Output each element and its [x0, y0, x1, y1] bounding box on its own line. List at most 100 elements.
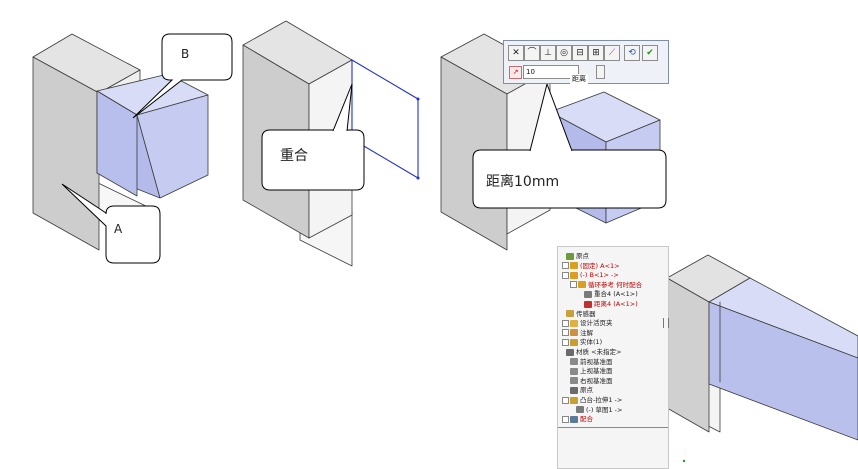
- feature-tree-item[interactable]: 注解: [562, 328, 593, 339]
- feature-tree-label: 原点: [580, 386, 593, 395]
- expand-toggle-icon[interactable]: [562, 329, 569, 337]
- feature-icon: [584, 290, 592, 298]
- tree-divider: [558, 427, 668, 428]
- callout-distance-bubble: [472, 149, 667, 209]
- feature-tree-item[interactable]: 原点: [570, 385, 593, 396]
- mate-button-2[interactable]: ⌒: [524, 45, 540, 61]
- scene-2: 重合: [242, 20, 420, 267]
- expand-toggle-icon[interactable]: [562, 415, 569, 423]
- feature-tree-item[interactable]: 设计活页夹: [562, 318, 613, 329]
- block-b-side: [136, 94, 209, 199]
- distance-label: 距离: [570, 74, 588, 84]
- feature-tree-item[interactable]: 材质 <未指定>: [566, 347, 621, 358]
- feature-tree-label: 设计活页夹: [580, 319, 613, 328]
- callout-a-bubble: [61, 183, 161, 264]
- callout-distance-pointer: [529, 82, 573, 152]
- feature-icon: [570, 329, 578, 337]
- feature-icon: [570, 396, 578, 404]
- feature-tree-label: 凸台-拉伸1 ->: [580, 396, 623, 404]
- scene4-tall-left: [666, 277, 710, 433]
- mate-toolbar: ✕ ⌒ ⊥ ◎ ⊟ ⊞ ⟋ ⟲ ✔ ↗ 10 距离: [503, 40, 669, 84]
- block-b-left-face: [96, 90, 138, 197]
- feature-tree-item[interactable]: 传感器: [566, 309, 596, 320]
- feature-tree-item[interactable]: 凸台-拉伸1 ->: [562, 395, 622, 406]
- feature-icon: [570, 377, 578, 385]
- mate-button-1[interactable]: ✕: [508, 45, 524, 61]
- expand-toggle-icon[interactable]: [570, 281, 577, 289]
- feature-icon: [570, 319, 578, 327]
- feature-icon: [566, 310, 574, 318]
- mate-button-6[interactable]: ⊞: [588, 45, 604, 61]
- feature-tree-label: (-) B<1> ->: [580, 271, 619, 280]
- callout-coincident-text: 重合: [280, 148, 308, 164]
- mate-button-5[interactable]: ⊟: [572, 45, 588, 61]
- feature-icon: [566, 348, 574, 356]
- feature-icon: [570, 262, 578, 270]
- scene4-blue-front: [708, 301, 858, 441]
- feature-tree-item[interactable]: 实体(1): [562, 337, 602, 348]
- feature-tree-label: 前视基准面: [580, 357, 613, 366]
- callout-coincident-bubble: [261, 129, 365, 191]
- scene-4: [666, 254, 858, 463]
- feature-icon: [570, 271, 578, 279]
- feature-icon: [570, 367, 578, 375]
- scene-1: B A: [32, 33, 233, 264]
- feature-tree-label: 注解: [580, 328, 593, 337]
- expand-toggle-icon[interactable]: [562, 396, 569, 404]
- callout-a-text: A: [114, 222, 123, 236]
- feature-tree-label: 传感器: [576, 309, 596, 318]
- sketch-point: [416, 97, 420, 101]
- feature-tree-label: (固定) A<1>: [580, 261, 620, 270]
- feature-icon: [576, 406, 584, 414]
- feature-tree-label: 右视基准面: [580, 376, 613, 385]
- expand-toggle-icon[interactable]: [562, 271, 569, 279]
- expand-toggle-icon[interactable]: [562, 319, 569, 327]
- feature-tree-item[interactable]: (固定) A<1>: [562, 261, 620, 272]
- feature-tree-label: 上视基准面: [580, 367, 613, 376]
- mate-button-4[interactable]: ◎: [556, 45, 572, 61]
- feature-tree-label: 实体(1): [580, 338, 603, 347]
- feature-tree-label: 循环参考 何时配合: [588, 280, 643, 289]
- feature-tree: 原点(固定) A<1>(-) B<1> ->循环参考 何时配合重合4 (A<1>…: [557, 246, 669, 469]
- feature-tree-label: 材质 <未指定>: [576, 348, 622, 356]
- callout-b-text: B: [181, 47, 189, 61]
- origin-marker: [682, 459, 686, 463]
- feature-tree-item[interactable]: (-) 草图1 ->: [576, 405, 622, 416]
- callout-coincident-pointer: [332, 83, 353, 132]
- distance-spinner[interactable]: [596, 65, 605, 79]
- distance-input[interactable]: 10: [523, 65, 579, 79]
- feature-tree-label: (-) 草图1 ->: [586, 405, 623, 414]
- expand-toggle-icon[interactable]: [562, 262, 569, 270]
- sketch-point: [416, 176, 420, 180]
- feature-tree-item[interactable]: 前视基准面: [570, 357, 613, 368]
- flip-icon[interactable]: ↗: [509, 66, 522, 79]
- feature-icon: [570, 358, 578, 366]
- feature-tree-label: 距离4 (A<1>): [594, 300, 638, 308]
- panel-splitter[interactable]: [663, 318, 669, 328]
- undo-button[interactable]: ⟲: [624, 45, 640, 61]
- feature-tree-item[interactable]: 重合4 (A<1>): [584, 289, 638, 300]
- callout-b-bubble: [132, 33, 233, 119]
- feature-tree-item[interactable]: 右视基准面: [570, 376, 613, 387]
- feature-icon: [570, 338, 578, 346]
- feature-icon: [566, 252, 574, 260]
- feature-tree-item[interactable]: 距离4 (A<1>): [584, 299, 638, 310]
- expand-toggle-icon[interactable]: [562, 338, 569, 346]
- feature-tree-label: 原点: [576, 252, 589, 260]
- feature-tree-label: 重合4 (A<1>): [594, 290, 638, 299]
- feature-icon: [570, 386, 578, 394]
- feature-tree-item[interactable]: 循环参考 何时配合: [570, 280, 642, 291]
- feature-icon: [584, 300, 592, 308]
- confirm-button[interactable]: ✔: [642, 45, 658, 61]
- feature-tree-item[interactable]: 配合: [562, 414, 593, 425]
- callout-distance-text: 距离10mm: [486, 173, 559, 190]
- mate-button-3[interactable]: ⊥: [540, 45, 556, 61]
- mate-button-7[interactable]: ⟋: [604, 45, 620, 61]
- feature-icon: [578, 281, 586, 289]
- feature-tree-label: 配合: [580, 415, 593, 424]
- feature-icon: [570, 415, 578, 423]
- feature-tree-item[interactable]: 上视基准面: [570, 366, 613, 377]
- feature-tree-item[interactable]: 原点: [566, 251, 589, 262]
- feature-tree-item[interactable]: (-) B<1> ->: [562, 270, 619, 281]
